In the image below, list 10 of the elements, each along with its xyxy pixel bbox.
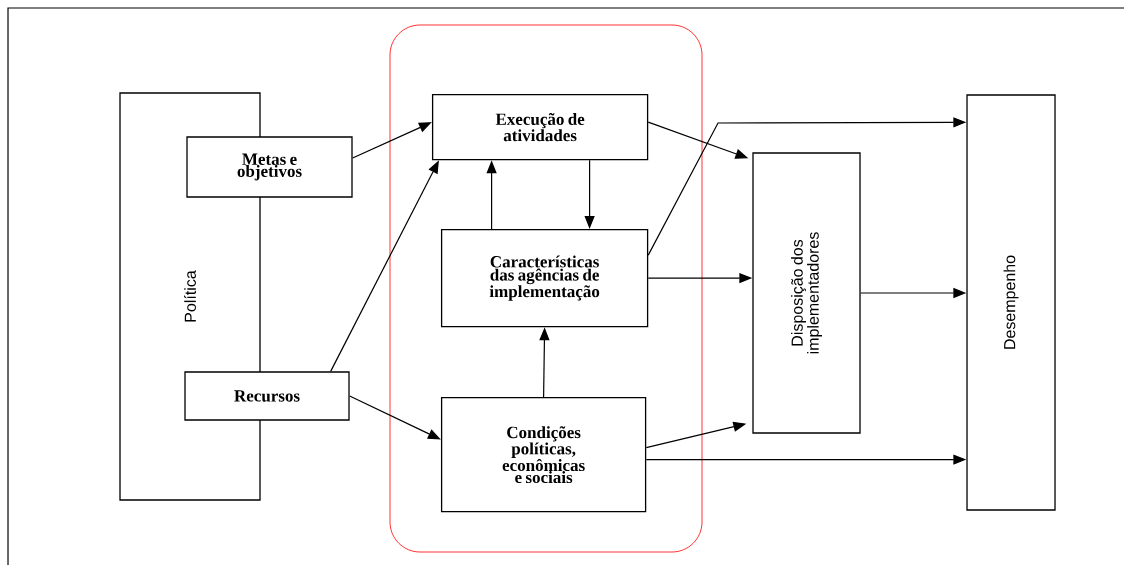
outcome-box: Desempenho [966,94,1056,511]
highlight-box [389,24,703,553]
process-box: Disposição dos implementadores [752,152,861,434]
arrow [352,122,432,159]
process-box: Condições políticas, econômicas e sociais [440,396,647,513]
process-box: Características das agências de implementação [440,228,649,328]
arrow [349,395,441,440]
process-box: Metas e objetivos [186,136,353,198]
process-box: Execução de atividades [431,93,649,161]
process-box: Recursos [184,371,350,421]
